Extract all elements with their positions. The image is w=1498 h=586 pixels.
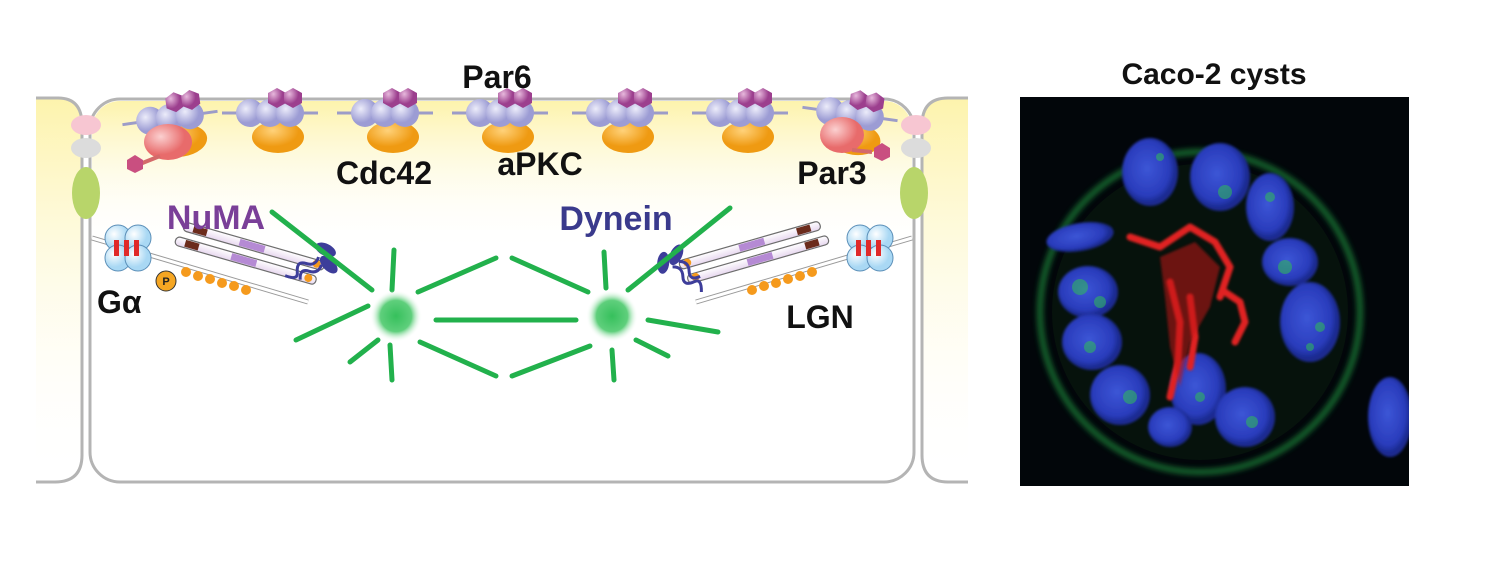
par3-proteins: [127, 117, 890, 173]
neighbor-cell-right: [920, 96, 968, 484]
galpha-lgn-left: P: [91, 222, 326, 305]
spindle: [269, 205, 733, 383]
label-dynein: Dynein: [559, 200, 672, 238]
junctions-right: [900, 115, 931, 219]
phospho-badge: [155, 270, 177, 292]
micrograph-panel: [1020, 97, 1409, 486]
phospho-label: P: [162, 276, 169, 288]
label-par3: Par3: [797, 155, 866, 191]
centrosome-right: [586, 290, 638, 342]
label-lgn: LGN: [786, 299, 854, 335]
polarity-diagram: P: [36, 59, 968, 484]
neighbor-cell-left: [36, 96, 84, 484]
nuclei: [1046, 138, 1409, 457]
label-par6: Par6: [462, 59, 531, 95]
label-galpha: Gα: [97, 284, 142, 320]
centrosome-left: [370, 290, 422, 342]
label-apkc: aPKC: [497, 146, 582, 182]
micrograph-image: [1020, 97, 1409, 486]
actin-fill: [1160, 242, 1220, 387]
junctions-left: [71, 115, 101, 219]
micrograph-title: Caco-2 cysts: [1121, 58, 1307, 91]
green-puncta: [1072, 153, 1325, 428]
label-cdc42: Cdc42: [336, 155, 432, 191]
label-numa: NuMA: [167, 199, 265, 237]
